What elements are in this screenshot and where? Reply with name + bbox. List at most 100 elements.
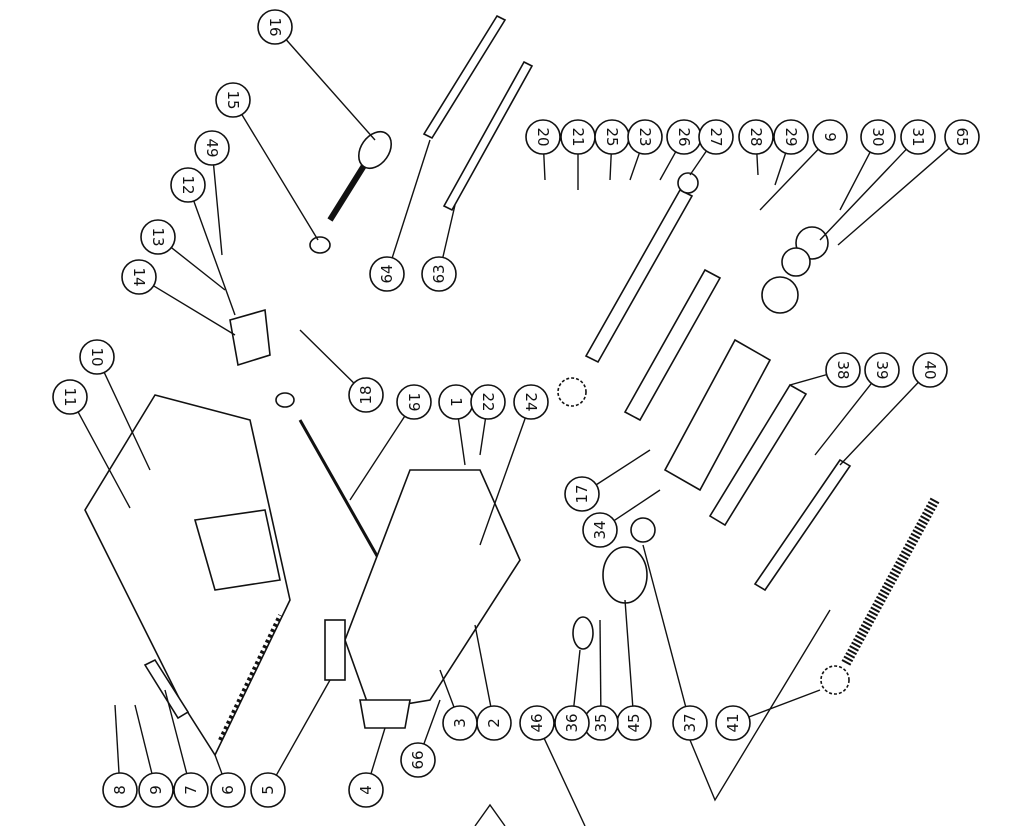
callout-number: 20 [534,127,552,146]
leader-line [543,153,546,181]
callout-number: 66 [409,750,427,769]
callout-circle [79,339,115,375]
leader-line [153,285,236,336]
leader-line [595,449,651,486]
callout-number: 27 [707,127,725,146]
callout-circle [627,119,663,155]
leader-line [819,148,907,241]
part-15-collar [309,236,331,254]
callout-6: 6 [210,772,246,808]
callout-45: 45 [616,705,652,741]
callout-10: 10 [79,339,115,375]
leader-line [457,418,466,466]
callout-circle [812,119,848,155]
callout-circle [525,119,561,155]
leader-line [748,689,821,718]
leader-line [442,204,456,258]
part-bearing-inner [781,247,811,277]
leader-line [839,151,871,211]
callout-number: 15 [224,90,242,109]
callout-number: 35 [592,713,610,732]
callout-number: 22 [479,392,497,411]
leader-line [285,39,376,141]
callout-circle [860,119,896,155]
leader-line [77,411,131,509]
callout-37: 37 [672,705,708,741]
callout-number: 6 [219,785,237,795]
leader-line [774,152,787,186]
callout-number: 36 [563,713,581,732]
callout-14: 14 [121,259,157,295]
part-19-rod [298,419,387,571]
callout-circle [173,772,209,808]
part-64-strip [422,14,507,140]
part-27-shaft [584,188,694,364]
leader-line [543,738,586,826]
callout-circle [470,384,506,420]
leader-line [837,147,950,246]
callout-12: 12 [170,167,206,203]
leader-line [134,704,153,774]
part-63-strip [442,60,534,212]
callout-number: 14 [130,267,148,286]
callout-circle [400,742,436,778]
leader-line [275,679,331,776]
callout-number: 46 [528,713,546,732]
callout-number: 17 [573,484,591,503]
leader-line [609,153,612,181]
part-41-sprocket [820,665,850,695]
callout-number: 8 [111,785,129,795]
callout-9: 9 [138,772,174,808]
callout-5: 5 [250,772,286,808]
callout-number: 29 [782,127,800,146]
leader-lines [77,39,950,826]
leader-line [103,372,151,471]
callout-number: 21 [569,127,587,146]
callout-41: 41 [715,705,751,741]
callout-circle [348,377,384,413]
callout-64: 64 [369,256,405,292]
callout-circle [121,259,157,295]
callout-21: 21 [560,119,596,155]
part-4-base [359,699,411,729]
part-fence [193,509,281,591]
callout-4: 4 [348,772,384,808]
callout-number: 18 [357,385,375,404]
leader-line [642,544,687,707]
callout-circle [672,705,708,741]
callout-number: 4 [357,785,375,795]
callout-number: 7 [182,785,200,795]
leader-line [193,200,236,316]
callout-13: 13 [140,219,176,255]
part-bearing-housing [761,276,799,314]
callout-40: 40 [912,352,948,388]
callout-number: 26 [675,127,693,146]
callout-number: 24 [522,392,540,411]
part-36-spring [572,616,594,650]
callout-circle [442,705,478,741]
callout-circle [738,119,774,155]
callout-circle [138,772,174,808]
callout-circle [825,352,861,388]
callout-28: 28 [738,119,774,155]
leader-line [439,669,455,708]
callout-number: 45 [625,713,643,732]
part-17-cutterhead [663,338,772,492]
leader-line [170,246,226,291]
callout-circle [554,705,590,741]
callout-26: 26 [666,119,702,155]
leader-line [391,139,431,259]
part-37-ring [630,517,656,543]
callout-39: 39 [864,352,900,388]
callout-9: 9 [812,119,848,155]
leader-line [599,619,602,707]
part-45-bearing [602,546,648,604]
callout-circle [102,772,138,808]
callout-circle [210,772,246,808]
callout-circle [170,167,206,203]
callout-circle [773,119,809,155]
callout-18: 18 [348,377,384,413]
